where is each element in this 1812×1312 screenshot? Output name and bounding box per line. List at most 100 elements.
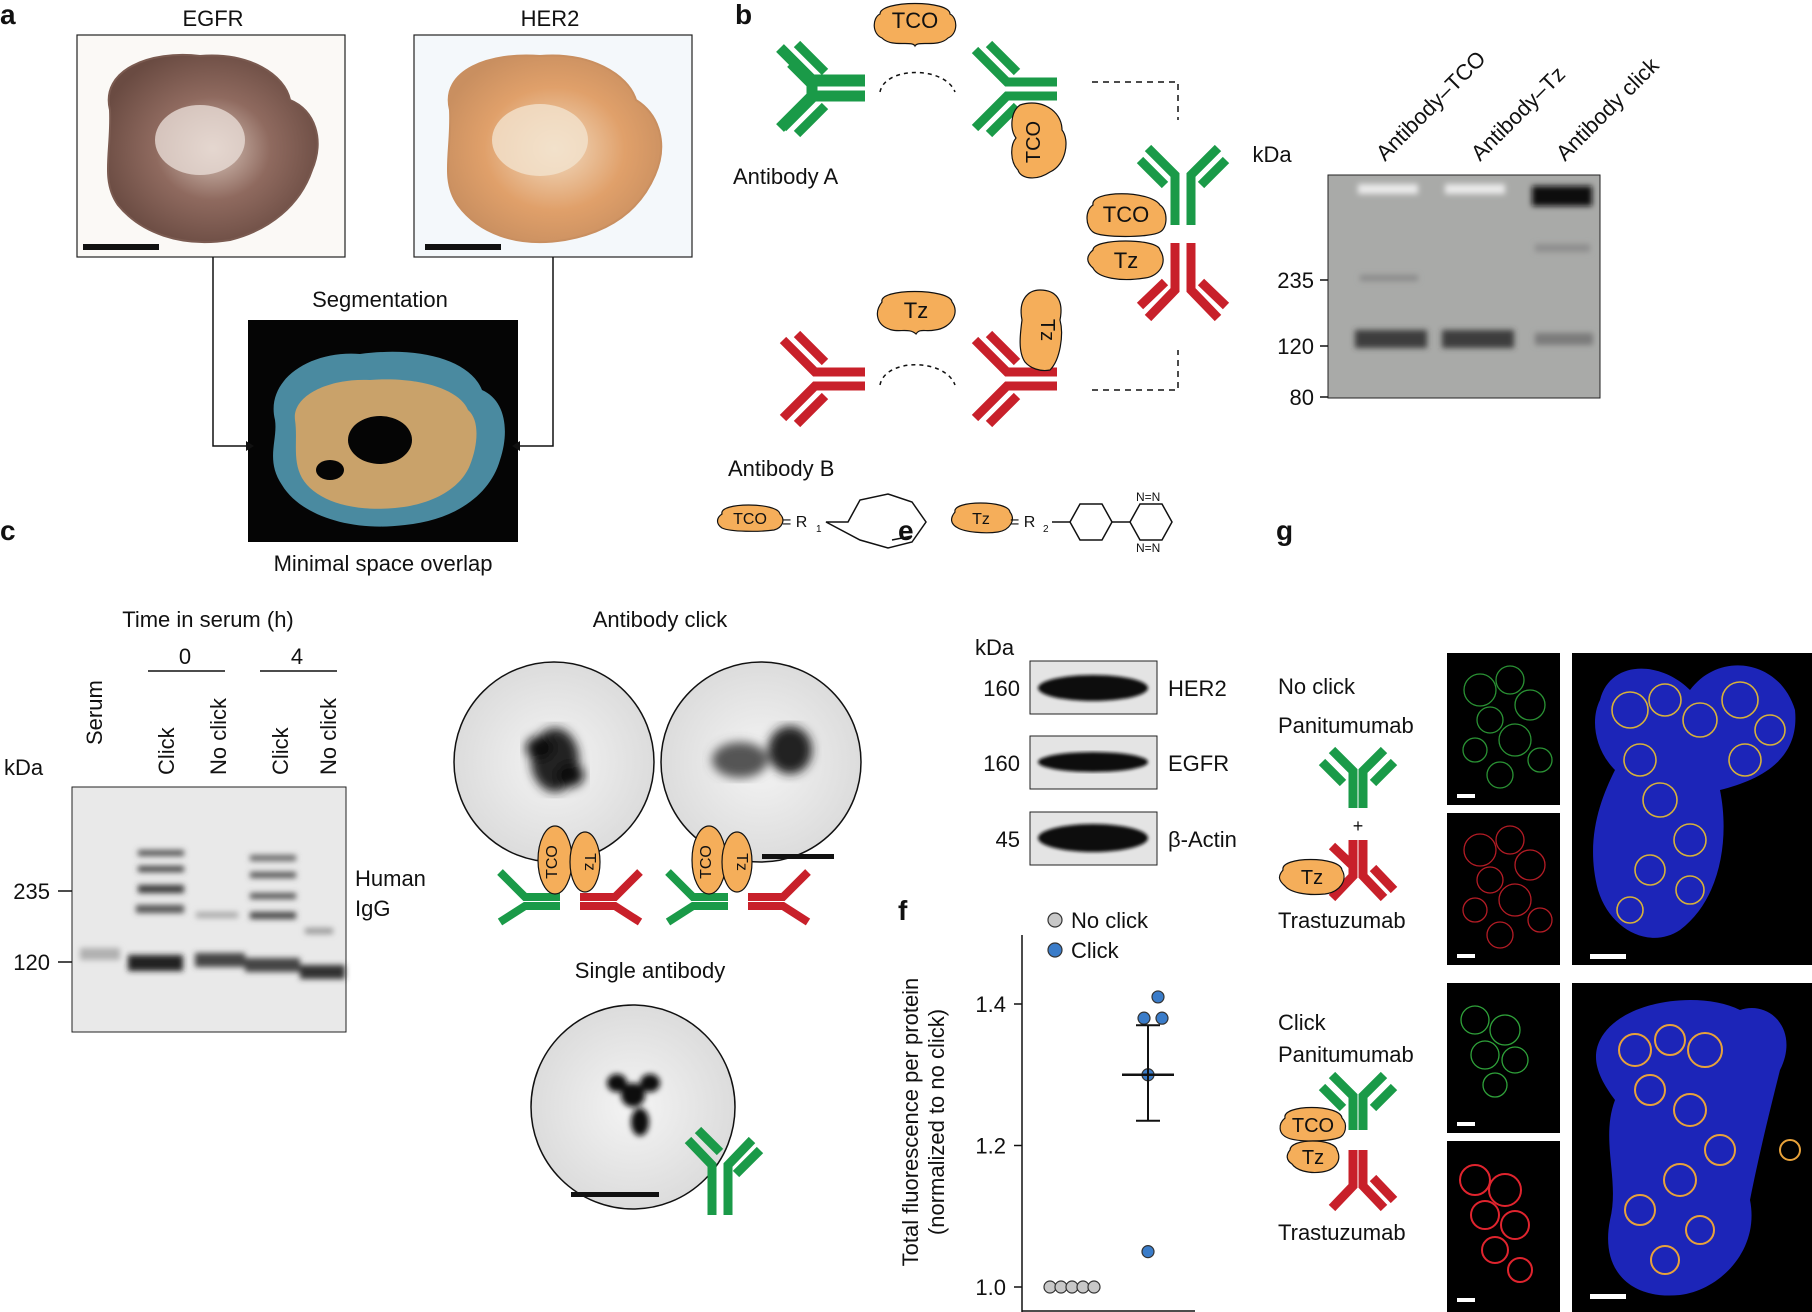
dashed-arc <box>879 71 956 93</box>
clicked-tco-label: TCO <box>1103 202 1149 227</box>
c-title: Time in serum (h) <box>122 607 294 632</box>
marker-label: 235 <box>1277 268 1314 293</box>
marker-label: 120 <box>13 950 50 975</box>
clicked-tco <box>1086 193 1167 238</box>
data-point-no-click <box>1087 1280 1101 1294</box>
b-gel <box>1327 174 1601 399</box>
d-click-icon-2: TCO Tz <box>665 825 811 926</box>
tz-label-attached: Tz <box>1036 319 1058 341</box>
y-axis-label-2: (normalized to no click) <box>924 1009 949 1235</box>
g-microscopy-merge-click <box>1572 983 1812 1312</box>
antibody-b-icon <box>779 330 865 428</box>
c-time-0: 0 <box>179 644 191 669</box>
e-kda-label: kDa <box>975 635 1015 660</box>
data-point-no-click <box>1065 1280 1079 1294</box>
legend-label-click: Click <box>1071 938 1120 963</box>
data-point-no-click <box>1054 1280 1068 1294</box>
egfr-scale-bar <box>83 244 159 250</box>
data-point-click <box>1141 1245 1155 1259</box>
g-microscopy-merge-noclick <box>1572 653 1812 965</box>
dashed-arc <box>879 364 956 386</box>
g-microscopy-red-click <box>1447 1141 1560 1312</box>
data-point-click <box>1151 990 1165 1004</box>
g-trastuzumab-label: Trastuzumab <box>1278 908 1406 933</box>
panel-letter-e: e <box>898 515 914 546</box>
g-clicked-icon <box>1318 1071 1398 1212</box>
marker-label: 235 <box>13 879 50 904</box>
clicked-antibody-icon <box>1136 144 1230 322</box>
panel-b: Antibody A TCO TCO TCO Tz <box>716 2 1664 555</box>
panel-g: No click Panitumumab + Tz Trastuzumab Cl… <box>1278 653 1812 1312</box>
legend-marker-no-click <box>1047 912 1063 928</box>
tco-label-attached: TCO <box>1023 121 1045 163</box>
e-row-label: HER2 <box>1168 676 1227 701</box>
g-tz-blob <box>1278 858 1345 896</box>
data-point-no-click <box>1043 1280 1057 1294</box>
panel-d: Antibody click TCO Tz TCO Tz <box>453 607 862 1215</box>
lane-label: Click <box>154 726 179 775</box>
legend-label-no-click: No click <box>1071 908 1149 933</box>
antibody-a-icon <box>779 40 865 138</box>
e-row-her2: 160 HER2 <box>983 660 1227 715</box>
dashed-connector-top <box>1092 81 1179 120</box>
tco-blob <box>873 2 957 48</box>
d-click-icon-1: TCO Tz <box>497 825 643 926</box>
c-time-4: 4 <box>291 644 303 669</box>
egfr-label: EGFR <box>182 6 243 31</box>
c-kda-label: kDa <box>4 755 44 780</box>
em-particle-single <box>607 1074 660 1136</box>
g-tco-label: TCO <box>1292 1115 1334 1137</box>
em-particle-click-2 <box>712 726 812 778</box>
d-tz-label: Tz <box>581 853 598 871</box>
g-panitumumab-label-2: Panitumumab <box>1278 1042 1414 1067</box>
her2-tissue-light <box>492 104 588 176</box>
antibody-b-tz-icon <box>971 330 1057 428</box>
tz-blob-attached <box>1019 289 1063 372</box>
y-tick-label: 1.0 <box>975 1275 1006 1300</box>
her2-scale-bar <box>425 244 501 250</box>
d-single-antibody-icon <box>684 1126 764 1215</box>
e-kda-value: 45 <box>996 827 1020 852</box>
tco-eq: = R <box>782 514 807 531</box>
panel-letter-g: g <box>1276 515 1293 546</box>
antibody-a-label: Antibody A <box>733 164 839 189</box>
panel-a: EGFR HER2 Segmentation Minimal space ove… <box>76 6 693 576</box>
dashed-connector-bottom <box>1092 350 1179 391</box>
legend: No click Click <box>1047 908 1149 963</box>
data-point-click <box>1155 1011 1169 1025</box>
c-gel-bands <box>80 850 345 979</box>
b-markers: 235 120 80 <box>1277 268 1328 410</box>
arrow-left <box>212 257 246 447</box>
g-panitumumab-label: Panitumumab <box>1278 713 1414 738</box>
g-trastuzumab-icon <box>1328 840 1398 902</box>
g-microscopy-red-noclick <box>1447 813 1560 965</box>
tco-blob-attached <box>1011 102 1067 179</box>
c-gel <box>71 786 347 1033</box>
e-row-label: EGFR <box>1168 751 1229 776</box>
g-tz-blob-2 <box>1286 1140 1340 1174</box>
g-microscopy-green-noclick <box>1447 653 1560 805</box>
em-particle-click-1 <box>526 728 584 792</box>
tz-n-bottom: N=N <box>1136 541 1160 555</box>
d-scale-bar <box>571 1192 659 1197</box>
y-tick-label: 1.2 <box>975 1134 1006 1159</box>
tz-structure: Tz = R 2 N=N N=N <box>951 490 1173 555</box>
tco-structure: TCO = R 1 <box>716 493 927 549</box>
tz-n-top: N=N <box>1136 490 1160 504</box>
tco-chem-label: TCO <box>733 511 767 528</box>
tz-sub: 2 <box>1043 524 1049 535</box>
panel-letter-b: b <box>735 0 752 30</box>
overlap-label: Minimal space overlap <box>274 551 493 576</box>
tco-label: TCO <box>892 8 938 33</box>
arrow-left-head <box>246 441 254 451</box>
segmentation-label: Segmentation <box>312 287 448 312</box>
g-tco-blob <box>1279 1106 1347 1142</box>
panel-letter-a: a <box>0 0 16 30</box>
her2-label: HER2 <box>521 6 580 31</box>
y-axis-label-1: Total fluorescence per protein <box>898 978 923 1267</box>
lane-label: Click <box>268 726 293 775</box>
antibody-b-label: Antibody B <box>728 456 834 481</box>
d-tco-label: TCO <box>544 845 561 879</box>
tz-chem-label: Tz <box>972 511 990 528</box>
g-tz-label: Tz <box>1301 867 1323 889</box>
